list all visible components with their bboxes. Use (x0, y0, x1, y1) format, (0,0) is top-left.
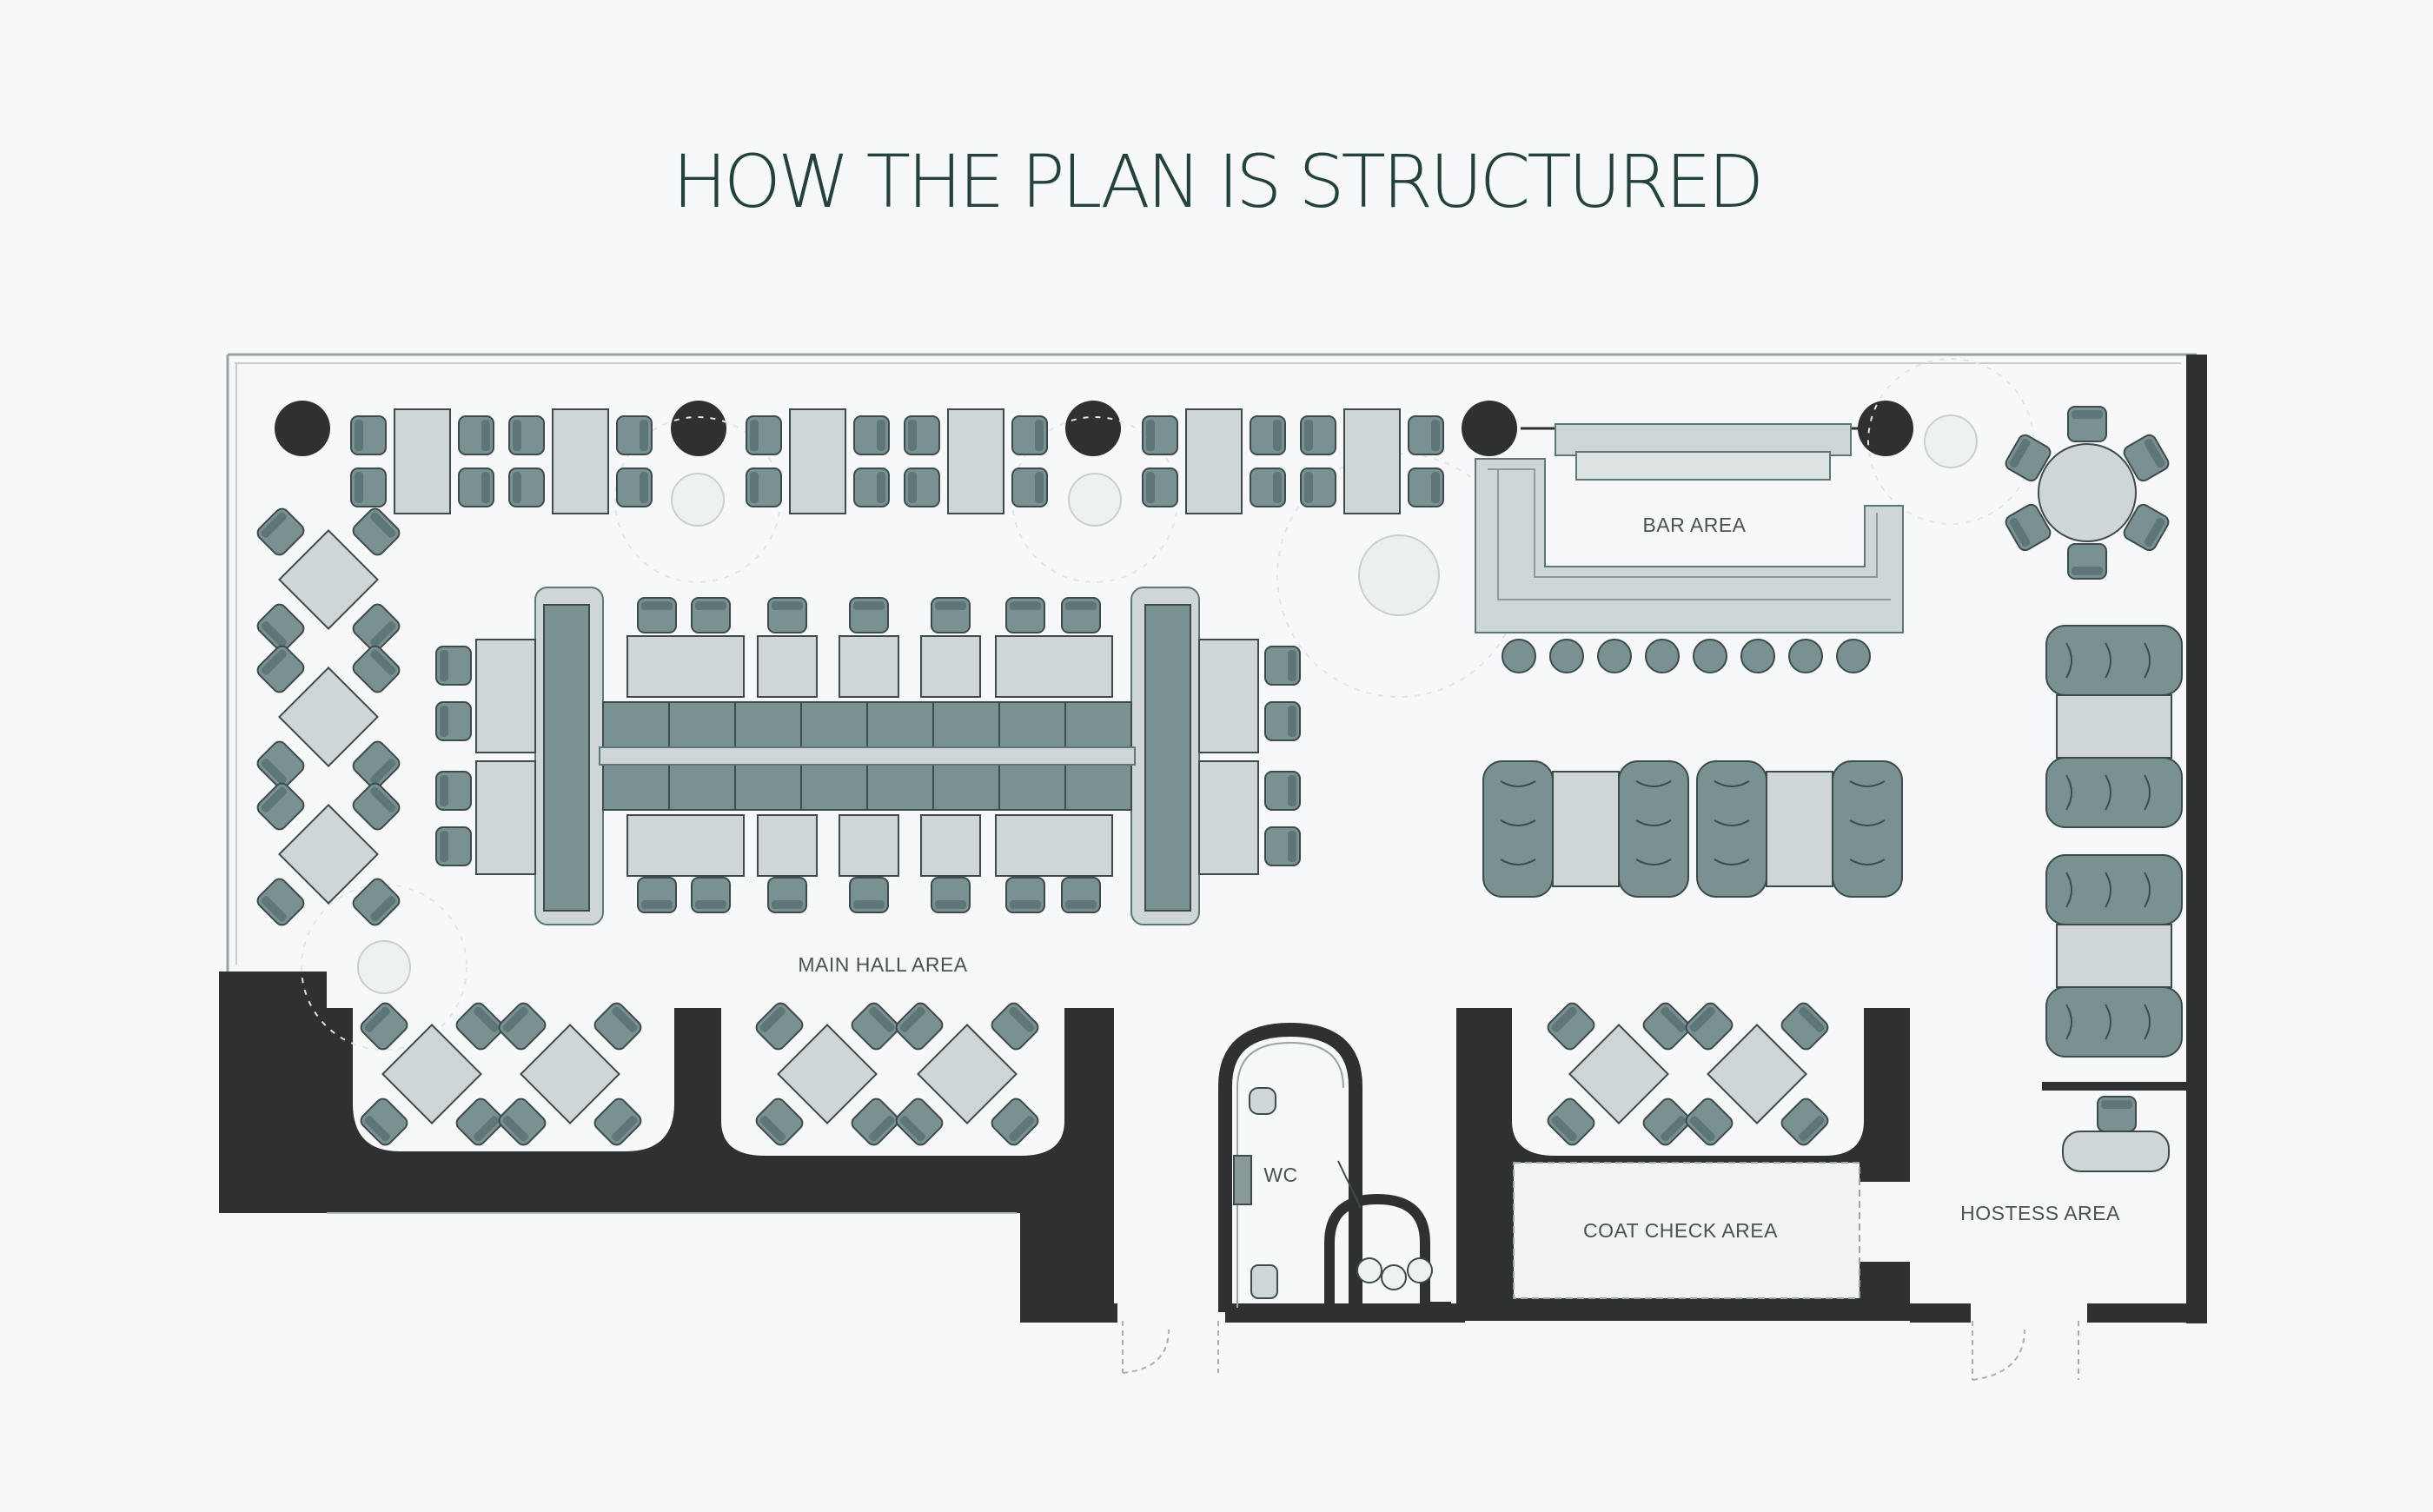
bar-counter (1475, 423, 1904, 673)
wc-wall (1218, 1022, 1362, 1312)
entrance-doors (1122, 1321, 2079, 1381)
main-hall-area-label: MAIN HALL AREA (798, 953, 967, 976)
hostess-area-label: HOSTESS AREA (1960, 1202, 2120, 1224)
wc-label: WC (1263, 1164, 1297, 1186)
round-table (2002, 406, 2172, 580)
outer-wall (226, 353, 2197, 973)
bar-area-label: BAR AREA (1642, 514, 1746, 536)
central-banquette (435, 587, 1301, 925)
coat-check-counter (1513, 1162, 1860, 1299)
wc-fixtures (1233, 1087, 1433, 1299)
coat-check-area-label: COAT CHECK AREA (1583, 1219, 1778, 1242)
right-booths (2045, 625, 2183, 1058)
hostess-desk (2062, 1096, 2170, 1172)
bar-booths (1482, 760, 1903, 898)
top-row-tables (351, 409, 1443, 514)
page-title: HOW THE PLAN IS STRUCTURED (672, 139, 1765, 224)
left-diamond-tables (255, 506, 401, 927)
